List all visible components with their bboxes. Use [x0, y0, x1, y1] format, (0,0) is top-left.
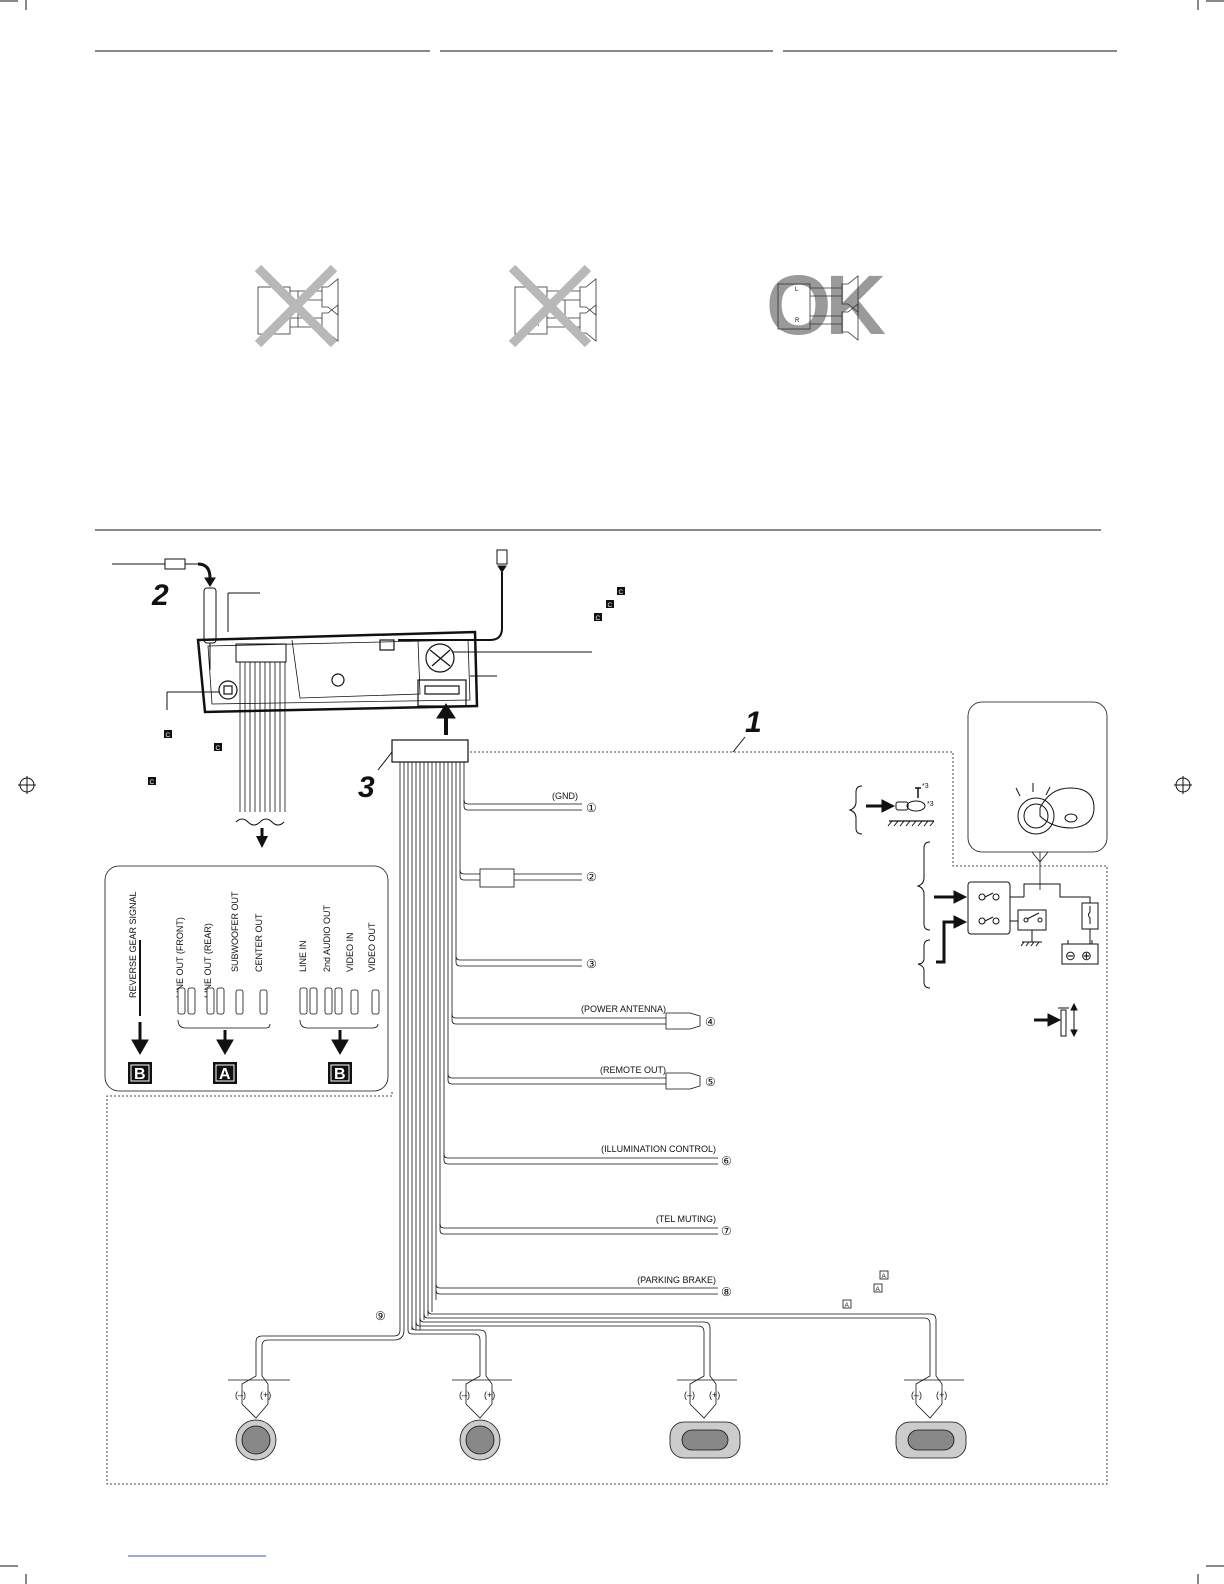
- rca-reverse-label: REVERSE GEAR SIGNAL: [128, 891, 138, 998]
- wire-label-parking-brake: (PARKING BRAKE): [637, 1275, 716, 1285]
- badge-b1: B: [134, 1066, 146, 1083]
- antenna-plug: [112, 558, 217, 670]
- rca-video-in-label: VIDEO IN: [345, 932, 355, 972]
- speaker-wires: [255, 1309, 937, 1364]
- wire-num-5: ⑤: [705, 1075, 716, 1089]
- rca-line-out-front-label: LINE OUT (FRONT): [175, 917, 185, 998]
- wire-num-6: ⑥: [721, 1154, 732, 1168]
- wire-num-1: ①: [586, 801, 597, 815]
- polarity-pos: (+): [260, 1390, 271, 1400]
- speaker-1: [228, 1364, 290, 1461]
- fig-num-1: 1: [745, 706, 762, 739]
- speaker-2: [452, 1364, 512, 1461]
- wire-num-8: ⑧: [721, 1285, 732, 1299]
- c-mark: C: [216, 745, 221, 752]
- rca-line-out-rear-label: LINE OUT (REAR): [203, 923, 213, 998]
- r-label-ok: R: [795, 318, 800, 324]
- c-mark: C: [150, 779, 155, 786]
- rca-labels: REVERSE GEAR SIGNAL LINE OUT (FRONT) LIN…: [128, 891, 377, 998]
- dotted-boundary: [106, 751, 1108, 1485]
- fig1-leader: [732, 736, 746, 753]
- star3-top: *3: [922, 783, 929, 790]
- speaker-4: [895, 1364, 967, 1459]
- wire-label-power-antenna: (POWER ANTENNA): [581, 1004, 666, 1014]
- battery-plus: ⊕: [1081, 948, 1092, 963]
- wire-label-illumination: (ILLUMINATION CONTROL): [601, 1144, 716, 1154]
- main-connector: [391, 703, 469, 763]
- fig-num-2: 2: [151, 579, 169, 612]
- wrong-connection-2: L R: [508, 264, 597, 348]
- c-marks: C C C C C C: [148, 587, 625, 786]
- harness-bundle: [399, 762, 465, 1330]
- a-mark: A: [845, 1302, 850, 1309]
- rca-plugs: [139, 940, 380, 1029]
- wire-label-tel-muting: (TEL MUTING): [656, 1214, 716, 1224]
- polarity-pos: (+): [709, 1390, 720, 1400]
- a-mark: A: [876, 1286, 881, 1293]
- polarity-neg: (–): [459, 1390, 470, 1400]
- correct-connection: OK L R: [766, 258, 891, 352]
- wire-num-7: ⑦: [721, 1224, 732, 1238]
- fig-num-3: 3: [358, 771, 375, 804]
- rca-subwoofer-label: SUBWOOFER OUT: [230, 891, 240, 972]
- polarity-pos: (+): [484, 1390, 495, 1400]
- rca-harness: [235, 662, 286, 848]
- badge-b2: B: [334, 1066, 346, 1083]
- rca-center-label: CENTER OUT: [254, 913, 264, 972]
- star3-bottom: *3: [927, 801, 934, 808]
- top-plug: [398, 549, 508, 641]
- wire-num-3: ③: [586, 957, 597, 971]
- speaker-3: [669, 1364, 741, 1459]
- fuse-battery-circuit: [916, 841, 1099, 989]
- callout-lines: [166, 651, 592, 710]
- polarity-neg: (–): [684, 1390, 695, 1400]
- column-rules: [95, 50, 1117, 531]
- wire-label-remote-out: (REMOTE OUT): [600, 1065, 666, 1075]
- rca-line-in-label: LINE IN: [298, 940, 308, 972]
- polarity-pos: (+): [936, 1390, 947, 1400]
- rca-arrows: [131, 1022, 349, 1056]
- l-label-ok: L: [795, 287, 799, 293]
- rca-panel: [104, 865, 389, 1092]
- power-antenna-symbol: [1034, 1002, 1078, 1038]
- rca-badges: B A B: [128, 1062, 352, 1084]
- ground-connection: [848, 785, 935, 835]
- wrong-connection-1: [254, 264, 339, 348]
- wire-label-gnd: (GND): [552, 791, 578, 801]
- speaker-polarity-labels: (–) (+) (–) (+) (–) (+) (–) (+): [235, 1390, 947, 1400]
- wire-num-2: ②: [586, 870, 597, 884]
- a-marks: A A A: [842, 1270, 889, 1309]
- head-unit-rear: [196, 630, 479, 714]
- c-mark: C: [608, 602, 613, 609]
- badge-a: A: [219, 1066, 231, 1083]
- c-mark: C: [596, 615, 601, 622]
- ignition-inset: [967, 701, 1108, 890]
- polarity-neg: (–): [911, 1390, 922, 1400]
- branch-wires: [435, 799, 718, 1295]
- ok-mark: OK: [766, 258, 885, 352]
- r-label: R: [535, 322, 540, 328]
- polarity-neg: (–): [235, 1390, 246, 1400]
- rca-2nd-audio-label: 2nd AUDIO OUT: [322, 904, 332, 972]
- rca-video-out-label: VIDEO OUT: [367, 922, 377, 972]
- wire-labels: (GND) ① ② ③ (POWER ANTENNA) ④ (REMOTE OU…: [375, 791, 732, 1323]
- battery-minus: ⊖: [1065, 948, 1076, 963]
- fig3-leader: [377, 751, 393, 771]
- c-mark: C: [166, 732, 171, 739]
- c-mark: C: [619, 589, 624, 596]
- a-mark: A: [882, 1273, 887, 1280]
- wire-num-4: ④: [705, 1015, 716, 1029]
- wire-num-9: ⑨: [375, 1309, 386, 1323]
